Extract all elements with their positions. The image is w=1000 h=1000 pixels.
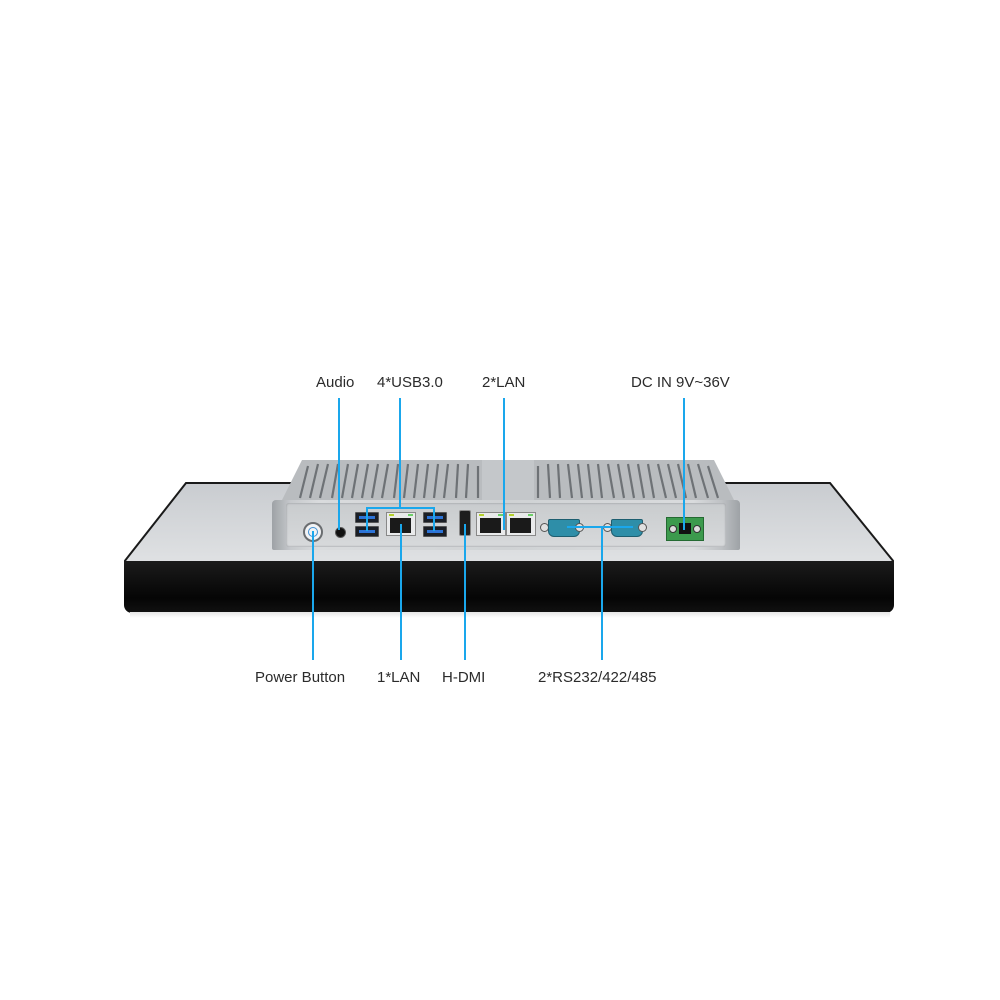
callout-line: [399, 398, 401, 508]
callout-line: [312, 531, 314, 660]
lan-port: [506, 512, 536, 536]
callout-line: [601, 526, 603, 660]
callout-label: H-DMI: [442, 669, 486, 686]
callout-line: [683, 398, 685, 530]
heatsink-fins: [282, 460, 734, 500]
callout-line: [464, 524, 466, 660]
callout-branch: [366, 507, 434, 509]
callout-line: [433, 507, 435, 531]
callout-label: 2*LAN: [482, 374, 526, 391]
callout-label: DC IN 9V~36V: [631, 374, 730, 391]
callout-line: [400, 524, 402, 660]
callout-label: Audio: [316, 374, 355, 391]
panel-shadow: [130, 612, 890, 618]
callout-label: Power Button: [255, 669, 346, 686]
dc-in-terminal: [666, 517, 704, 541]
callout-line: [338, 398, 340, 530]
panel-bezel: [124, 563, 894, 613]
callout-label: 1*LAN: [377, 669, 421, 686]
callout-label: 4*USB3.0: [377, 374, 443, 391]
usb-port: [423, 512, 447, 523]
callout-branch: [567, 526, 633, 528]
callout-line: [366, 507, 368, 531]
callout-label: 2*RS232/422/485: [538, 669, 657, 686]
audio-jack-port: [335, 527, 346, 538]
lan-port: [476, 512, 506, 536]
callout-line: [503, 398, 505, 530]
usb-port: [423, 526, 447, 537]
